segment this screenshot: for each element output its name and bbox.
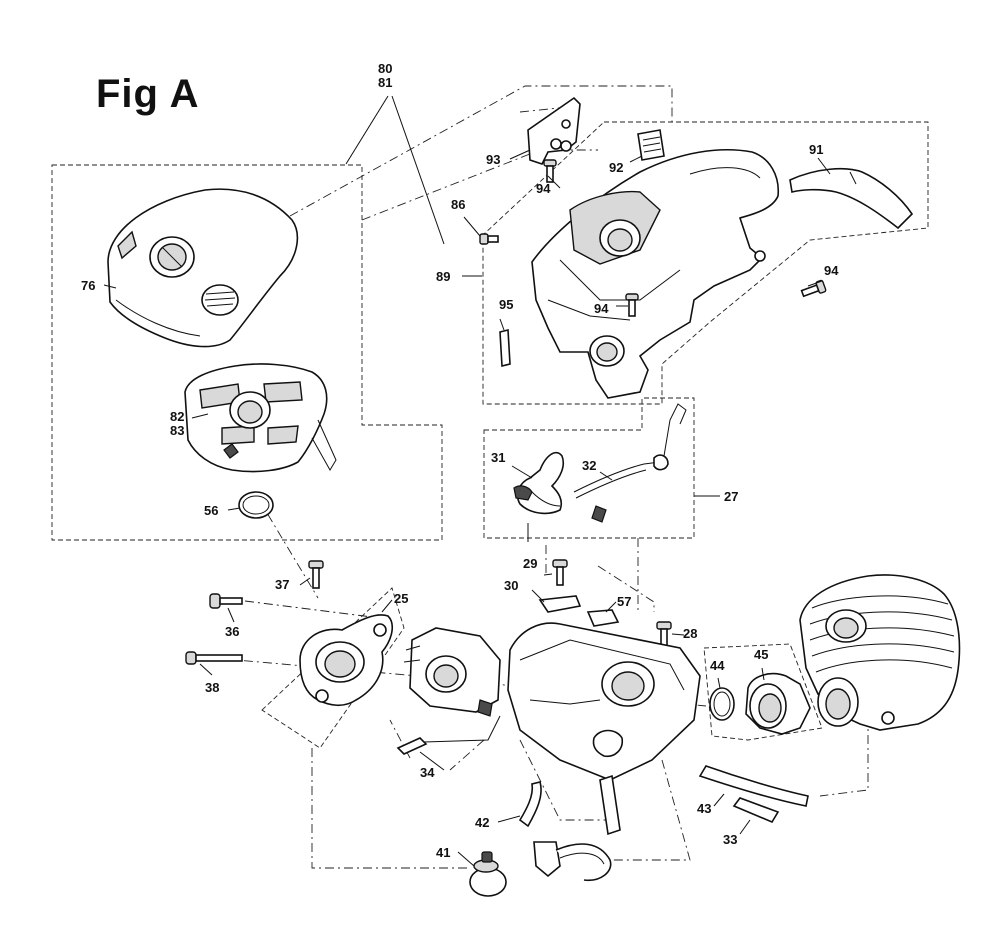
fuel-fitting [533, 774, 621, 882]
callout-82: 82 [170, 409, 185, 424]
impulse-hose [698, 765, 809, 807]
callout-42: 42 [475, 815, 490, 830]
throttle-trigger [513, 451, 565, 515]
screw [800, 279, 827, 298]
callout-57: 57 [617, 594, 632, 609]
plate [499, 328, 511, 368]
assembly-line [597, 565, 655, 612]
screw [308, 560, 324, 589]
carburetor-flange [299, 614, 394, 707]
carburetor [403, 627, 501, 717]
callout-36: 36 [225, 624, 240, 639]
callout-30: 30 [504, 578, 519, 593]
callout-25: 25 [394, 591, 409, 606]
leader-lines [103, 95, 831, 867]
callout-33: 33 [723, 832, 738, 847]
callout-80: 80 [378, 61, 393, 76]
callout-94-lower: 94 [594, 301, 609, 316]
cylinder [799, 574, 961, 731]
screw [552, 559, 568, 586]
callout-44: 44 [710, 658, 725, 673]
callout-76: 76 [81, 278, 96, 293]
assembly-line [519, 739, 612, 821]
screw [543, 159, 557, 183]
throttle-group-outline [483, 397, 695, 539]
screw [625, 293, 639, 317]
air-filter-cover [107, 188, 299, 348]
primer-bulb [469, 851, 507, 897]
callout-29: 29 [523, 556, 538, 571]
screw [479, 233, 499, 245]
callout-32: 32 [582, 458, 597, 473]
callout-89: 89 [436, 269, 451, 284]
top-cover-group-outline [482, 121, 929, 405]
callout-93: 93 [486, 152, 501, 167]
bracket [527, 96, 581, 165]
callout-43: 43 [697, 801, 712, 816]
callout-92: 92 [609, 160, 624, 175]
top-cover [531, 149, 779, 399]
assembly-line [289, 85, 673, 217]
long-bolt [185, 651, 243, 665]
intake-boot [745, 672, 811, 735]
callout-95: 95 [499, 297, 514, 312]
carburetor-mount-outline [261, 587, 405, 749]
callout-31: 31 [491, 450, 506, 465]
callout-94-right: 94 [824, 263, 839, 278]
callout-82-83: 82 83 [170, 410, 184, 438]
callout-56: 56 [204, 503, 219, 518]
assembly-line [361, 149, 598, 221]
gasket [586, 609, 620, 627]
air-filter-group-outline [51, 164, 443, 541]
callout-38: 38 [205, 680, 220, 695]
callout-94: 94 [536, 181, 551, 196]
callout-80-81: 80 81 [378, 62, 392, 90]
clip [538, 595, 582, 613]
callout-27: 27 [724, 489, 739, 504]
throttle-rod [573, 403, 687, 523]
callout-28: 28 [683, 626, 698, 641]
assembly-line [610, 759, 691, 861]
callout-37: 37 [275, 577, 290, 592]
callout-86: 86 [451, 197, 466, 212]
callout-81: 81 [378, 75, 393, 90]
assembly-line [449, 739, 485, 771]
callout-83: 83 [170, 423, 185, 438]
cover-plate [789, 167, 914, 230]
air-filter [184, 363, 337, 473]
callout-34: 34 [420, 765, 435, 780]
assembly-line [819, 716, 869, 797]
figure-title: Fig A [96, 72, 200, 116]
callout-45: 45 [754, 647, 769, 662]
callout-41: 41 [436, 845, 451, 860]
assembly-line [244, 600, 381, 619]
assembly-line [311, 748, 468, 869]
carburetor-housing [507, 622, 701, 781]
hose [732, 797, 780, 824]
screw [209, 593, 243, 609]
callout-91: 91 [809, 142, 824, 157]
fuel-line [518, 781, 542, 828]
choke-rod [396, 715, 501, 755]
